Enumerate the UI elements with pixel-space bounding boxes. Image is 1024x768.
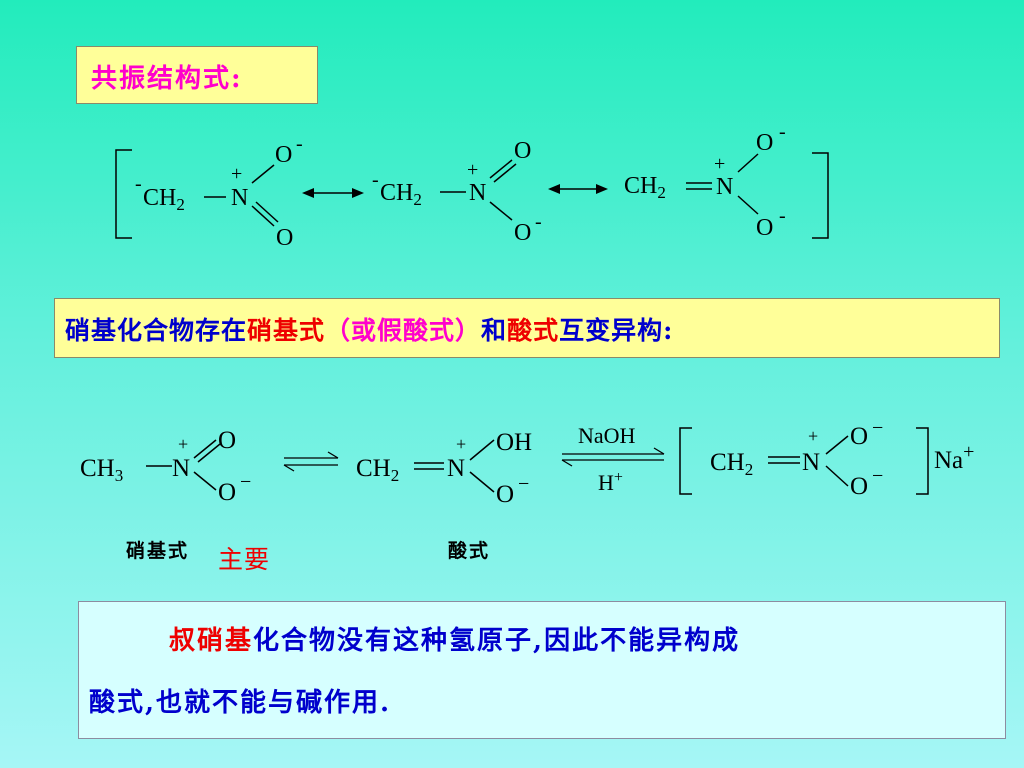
s2-charge: - — [372, 169, 379, 191]
s3-group: CH2 — [624, 173, 666, 202]
nitro-o-bot-charge: − — [240, 471, 251, 493]
s2-o-top: O — [514, 138, 531, 164]
reagent-equilibrium-arrow: NaOH H+ — [561, 423, 665, 495]
resonance-arrow-1 — [302, 188, 364, 198]
s1-o-top: O — [275, 142, 292, 168]
s1-bond-n-otop — [251, 164, 275, 184]
resonance-structure-3: CH2 + N O - O - — [624, 121, 786, 241]
reagent-bottom: H+ — [598, 469, 623, 495]
s3-o-top: O — [756, 130, 773, 156]
s1-n: N — [231, 185, 248, 211]
aci-n: N — [447, 455, 465, 482]
s3-plus: + — [714, 153, 725, 175]
tautomer-scheme: CH3 + N O O − CH2 + N OH O − NaOH H+ — [80, 417, 974, 508]
s1-bond-n-obot-a — [251, 205, 275, 227]
salt-bond-n-obot — [825, 465, 849, 487]
s2-bond-n-otop-a — [489, 159, 513, 179]
salt-structure: CH2 + N O − O − — [710, 417, 883, 500]
aci-group: CH2 — [356, 455, 399, 485]
resonance-structure-2: - CH2 + N O O - — [372, 138, 542, 246]
counter-ion: Na+ — [934, 441, 974, 474]
s2-n: N — [469, 180, 486, 206]
s3-o-bot-charge: - — [779, 205, 786, 227]
s1-group: CH2 — [143, 185, 185, 214]
nitro-o-bot: O — [218, 479, 236, 506]
s1-o-top-charge: - — [296, 133, 303, 155]
s1-bond-n-obot-b — [255, 201, 279, 223]
statement-part-aci-form: 酸式 — [507, 316, 560, 345]
s2-o-bot-charge: - — [535, 211, 542, 233]
aci-form-structure: CH2 + N OH O − — [356, 429, 532, 508]
aci-plus: + — [456, 434, 466, 454]
aci-o-top: OH — [496, 429, 532, 456]
resonance-structure-1: - CH2 + N O - O — [135, 133, 303, 251]
equilibrium-arrow-1 — [283, 451, 339, 472]
s3-bond-n-otop — [737, 153, 759, 173]
s2-bond-n-otop-b — [493, 163, 517, 183]
salt-plus: + — [808, 426, 818, 446]
label-major: 主要 — [218, 545, 271, 574]
statement-box: 硝基化合物存在硝基式（或假酸式）和酸式互变异构: — [54, 298, 1000, 358]
statement-line: 硝基化合物存在硝基式（或假酸式）和酸式互变异构: — [65, 311, 673, 347]
note-line-1-rest: 化合物没有这种氢原子,因此不能异构成 — [253, 626, 741, 656]
salt-bracket-right — [916, 427, 929, 495]
nitro-plus: + — [178, 434, 188, 454]
bracket-right — [812, 152, 829, 239]
aci-bond-n-obot — [469, 471, 495, 493]
resonance-arrow-2 — [548, 184, 608, 194]
salt-n: N — [802, 449, 820, 476]
note-box: 叔硝基化合物没有这种氢原子,因此不能异构成 酸式,也就不能与碱作用. — [78, 601, 1006, 739]
aci-o-bot: O — [496, 481, 514, 508]
aci-o-bot-charge: − — [518, 473, 529, 495]
salt-o-bot-charge: − — [872, 465, 883, 487]
s3-n: N — [716, 174, 733, 200]
s2-o-bot: O — [514, 220, 531, 246]
statement-part-pseudo-acid: （或假酸式） — [325, 316, 482, 345]
nitro-n: N — [172, 455, 190, 482]
nitro-form-structure: CH3 + N O O − — [80, 427, 251, 506]
salt-o-bot: O — [850, 473, 868, 500]
nitro-bond-n-otop-b — [197, 443, 221, 463]
nitro-bond-n-obot — [193, 471, 217, 491]
salt-o-top-charge: − — [872, 417, 883, 439]
resonance-structures: - CH2 + N O - O - CH2 + N O O - CH — [115, 121, 829, 251]
salt-bond-n-otop — [825, 435, 849, 455]
note-line-2: 酸式,也就不能与碱作用. — [89, 688, 392, 718]
s2-group: CH2 — [380, 180, 422, 209]
note-line-1: 叔硝基化合物没有这种氢原子,因此不能异构成 — [169, 620, 740, 657]
s1-charge: - — [135, 173, 142, 195]
statement-part-nitro-form: 硝基式 — [247, 316, 326, 345]
s3-o-top-charge: - — [779, 121, 786, 143]
title-text: 共振结构式: — [91, 64, 243, 94]
statement-part-1: 硝基化合物存在 — [65, 316, 248, 345]
nitro-group: CH3 — [80, 455, 123, 485]
bracket-left — [115, 149, 132, 239]
aci-bond-n-otop — [469, 439, 495, 461]
s2-bond-n-obot — [489, 201, 513, 221]
salt-group: CH2 — [710, 449, 753, 479]
salt-o-top: O — [850, 423, 868, 450]
reagent-top: NaOH — [578, 423, 636, 448]
label-aci-form: 酸式 — [448, 540, 491, 562]
salt-bracket-left — [679, 427, 692, 495]
nitro-o-top: O — [218, 427, 236, 454]
label-nitro-form: 硝基式 — [126, 540, 190, 562]
nitro-bond-n-otop-a — [193, 439, 217, 459]
statement-part-tautomerism: 互变异构: — [559, 316, 674, 345]
title-box: 共振结构式: — [76, 46, 318, 104]
s3-bond-n-obot — [737, 195, 759, 215]
s1-plus: + — [231, 163, 242, 185]
note-tertiary-nitro: 叔硝基 — [169, 626, 254, 656]
s1-o-bot: O — [276, 225, 293, 251]
statement-part-and: 和 — [481, 316, 508, 345]
s2-plus: + — [467, 159, 478, 181]
s3-o-bot: O — [756, 215, 773, 241]
